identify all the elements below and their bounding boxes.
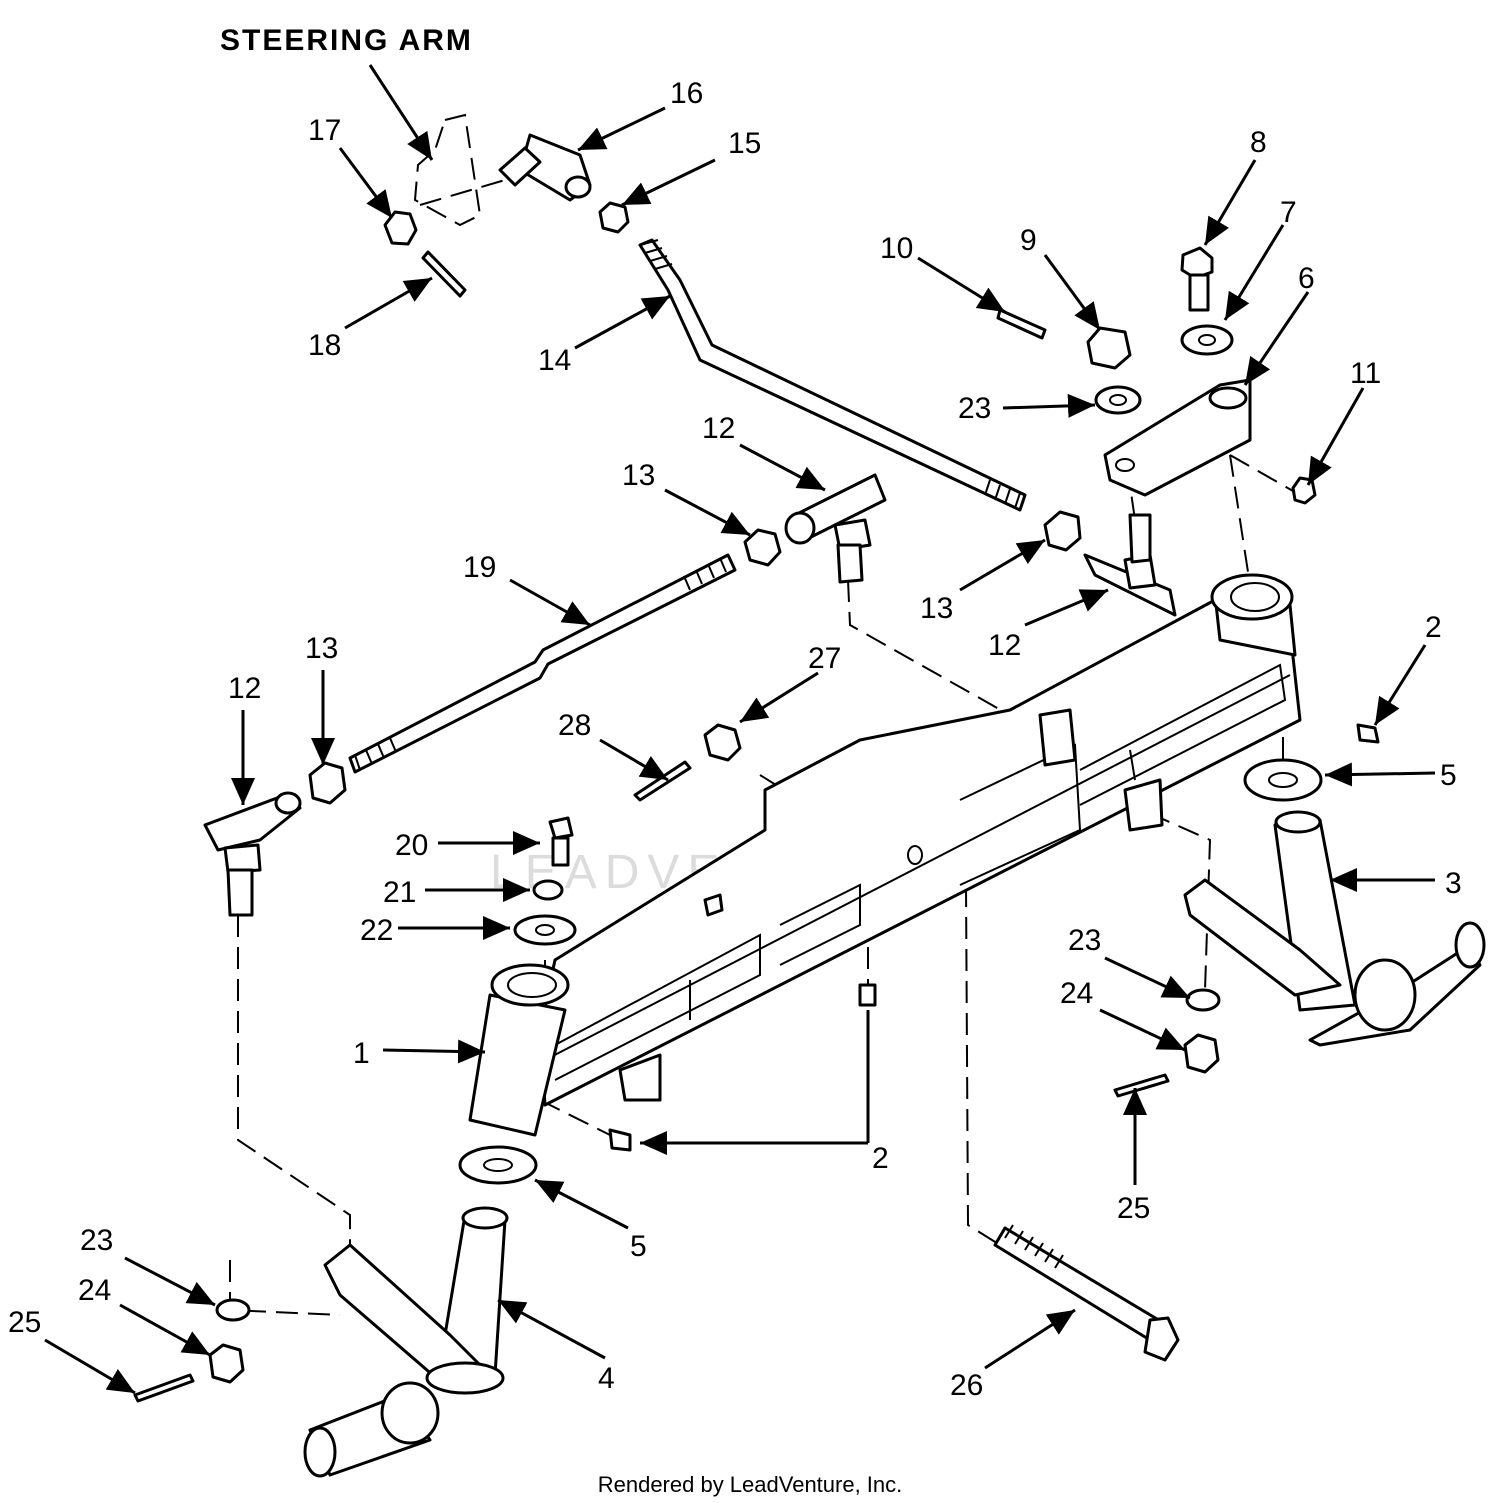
- callout-10: 10: [880, 232, 913, 265]
- callout-1: 1: [353, 1037, 370, 1070]
- left-spindle: [303, 1206, 509, 1478]
- callout-15: 15: [728, 127, 761, 160]
- callout-25: 25: [1117, 1192, 1150, 1225]
- callout-18: 18: [308, 329, 341, 362]
- callout-7: 7: [1280, 196, 1297, 229]
- callout-12: 12: [988, 629, 1021, 662]
- front-axle: [468, 573, 1302, 1137]
- callout-16: 16: [670, 77, 703, 110]
- callout-12: 12: [702, 412, 735, 445]
- callout-2: 2: [1425, 611, 1442, 644]
- ball-joint-right: [1083, 513, 1177, 617]
- callout-3: 3: [1445, 867, 1462, 900]
- callout-5: 5: [1440, 759, 1457, 792]
- callout-21: 21: [383, 876, 416, 909]
- callout-25: 25: [8, 1306, 41, 1339]
- steering-arm-outline: [413, 113, 482, 227]
- callout-12: 12: [228, 672, 261, 705]
- callout-9: 9: [1020, 224, 1037, 257]
- callout-14: 14: [538, 344, 571, 377]
- leader-lines: [44, 64, 1436, 1395]
- callout-23: 23: [958, 392, 991, 425]
- callout-19: 19: [463, 551, 496, 584]
- ball-joint-center: [784, 473, 887, 584]
- callout-13: 13: [920, 592, 953, 625]
- callout-26: 26: [950, 1369, 983, 1402]
- steering-arm: [1103, 378, 1252, 497]
- callout-8: 8: [1250, 126, 1267, 159]
- callout-23: 23: [80, 1224, 113, 1257]
- steering-arm-title: STEERING ARM: [220, 24, 473, 57]
- callout-23: 23: [1068, 924, 1101, 957]
- callout-27: 27: [808, 642, 841, 675]
- callout-4: 4: [598, 1362, 615, 1395]
- callout-28: 28: [558, 709, 591, 742]
- callout-6: 6: [1298, 262, 1315, 295]
- callout-11: 11: [1350, 357, 1381, 390]
- callout-13: 13: [622, 459, 655, 492]
- axle-pivot-bolt: [993, 1224, 1180, 1362]
- ball-joint-left: [203, 791, 302, 917]
- callout-24: 24: [1060, 977, 1093, 1010]
- footer-credit: Rendered by LeadVenture, Inc.: [598, 1472, 903, 1497]
- callout-2: 2: [872, 1142, 889, 1175]
- callout-13: 13: [305, 632, 338, 665]
- callout-5: 5: [630, 1230, 647, 1263]
- callout-17: 17: [308, 114, 341, 147]
- callout-22: 22: [360, 914, 393, 947]
- callout-24: 24: [78, 1274, 111, 1307]
- drag-link: [638, 238, 1027, 512]
- right-spindle: [1183, 810, 1486, 1047]
- tie-rod: [348, 553, 737, 774]
- callout-20: 20: [395, 829, 428, 862]
- hardware: [133, 201, 1380, 1403]
- ball-joint-top: [498, 133, 592, 202]
- callout-labels: 1 2 2 3 4 5 5 6 7 8 9 10 11 12 12 12 13 …: [8, 77, 1462, 1402]
